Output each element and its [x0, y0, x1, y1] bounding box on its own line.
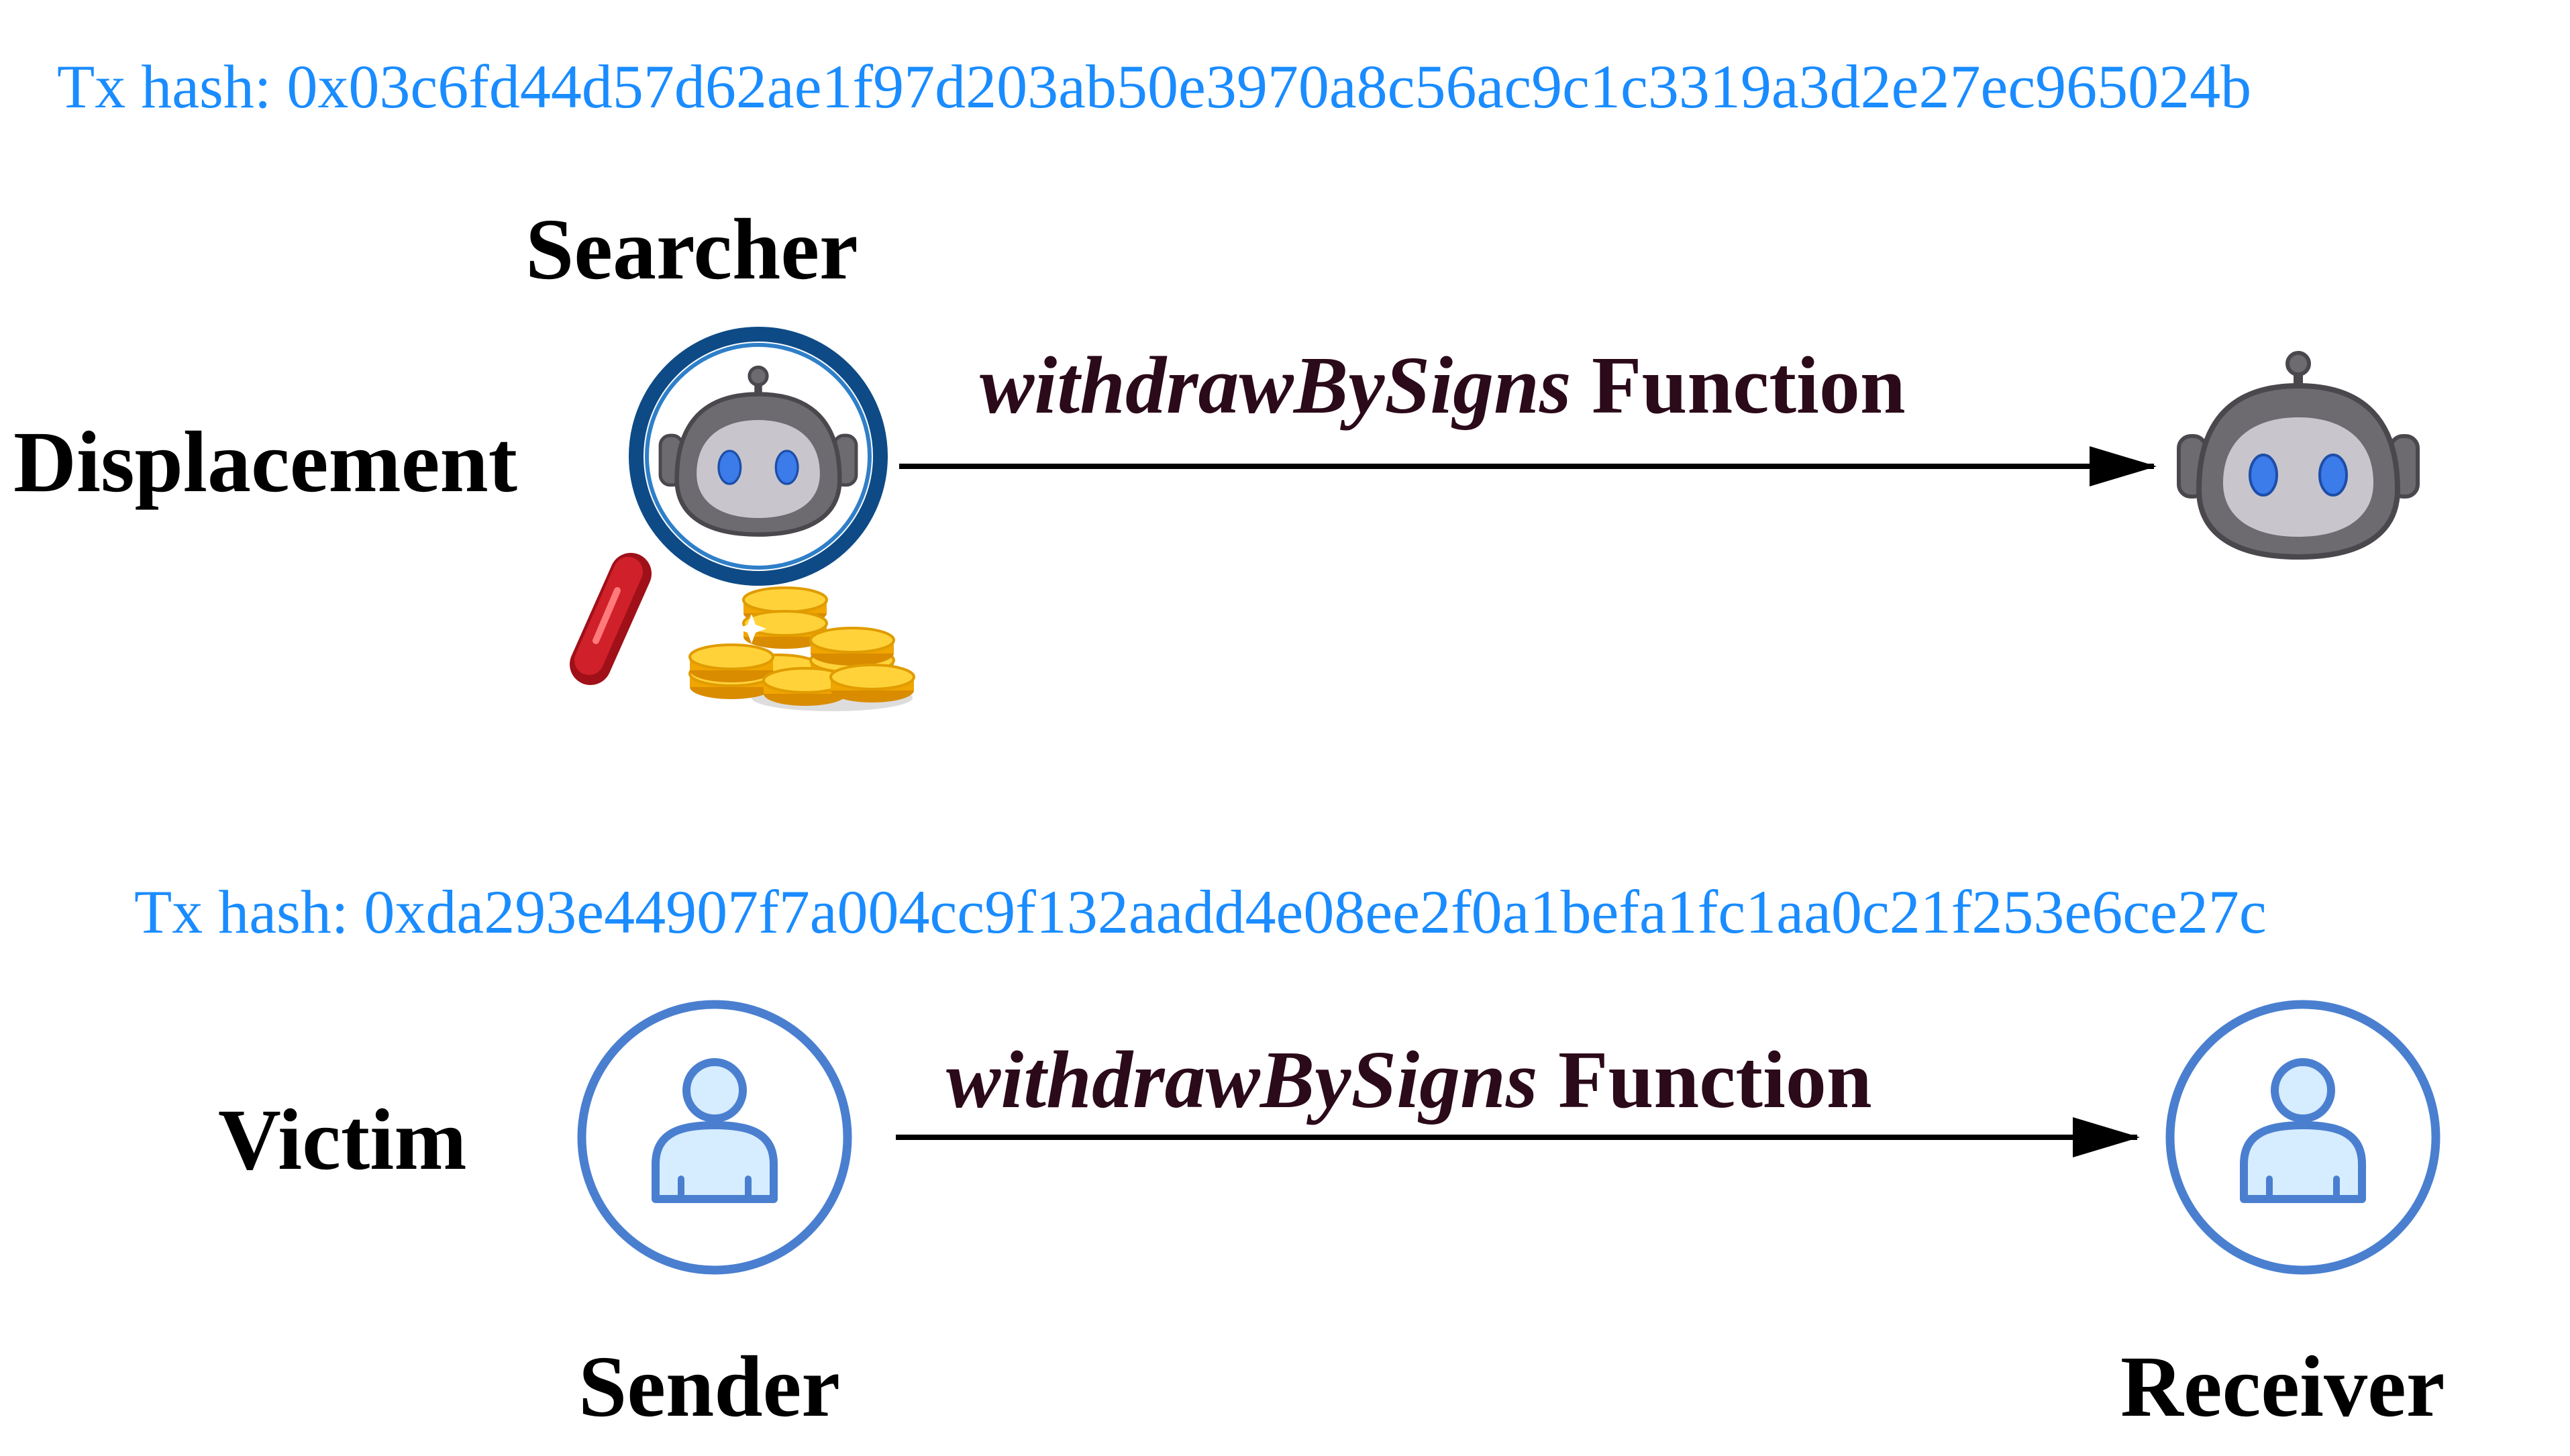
sender-user-icon: [582, 1004, 847, 1270]
displacement-tx-hash[interactable]: Tx hash: 0x03c6fd44d57d62ae1f97d203ab50e…: [57, 52, 2251, 121]
victim-row-label: Victim: [218, 1092, 467, 1188]
victim-function-label: withdrawBySigns Function: [946, 1035, 1872, 1125]
victim-function-suffix: Function: [1537, 1035, 1871, 1125]
displacement-row-label: Displacement: [13, 414, 517, 511]
displacement-function-label: withdrawBySigns Function: [980, 340, 1906, 431]
robot-icon: [2179, 353, 2418, 557]
receiver-label: Receiver: [2120, 1339, 2445, 1435]
sender-label: Sender: [578, 1339, 840, 1435]
magnifier-handle-icon: [570, 553, 652, 685]
coin-stack-icon: [688, 586, 915, 711]
receiver-user-icon: [2170, 1004, 2436, 1270]
searcher-label: Searcher: [525, 201, 858, 298]
victim-tx-hash[interactable]: Tx hash: 0xda293e44907f7a004cc9f132aadd4…: [134, 878, 2267, 946]
victim-function-name: withdrawBySigns: [946, 1035, 1537, 1125]
victim-section: Tx hash: 0xda293e44907f7a004cc9f132aadd4…: [134, 878, 2445, 1435]
searcher-bot-magnifier-coins-icon: [570, 327, 915, 711]
displacement-function-suffix: Function: [1571, 340, 1905, 431]
displacement-function-name: withdrawBySigns: [980, 340, 1571, 431]
displacement-section: Tx hash: 0x03c6fd44d57d62ae1f97d203ab50e…: [13, 52, 2418, 711]
